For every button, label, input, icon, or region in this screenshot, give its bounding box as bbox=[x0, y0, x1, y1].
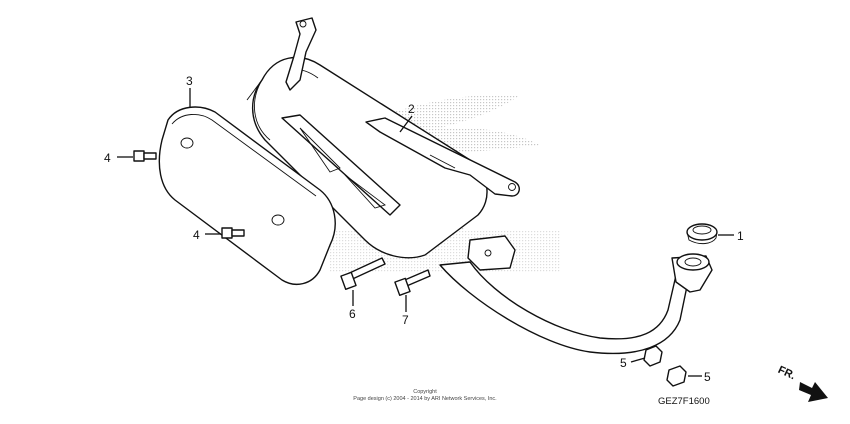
part-3-protector bbox=[158, 106, 336, 286]
callout-4-lower: 4 bbox=[193, 228, 200, 242]
part-6-bolt bbox=[340, 257, 386, 290]
copyright-label: Copyright bbox=[413, 389, 437, 395]
part-5-nut-left bbox=[643, 345, 663, 367]
callout-4-upper: 4 bbox=[104, 151, 111, 165]
front-direction-indicator: FR. bbox=[776, 364, 828, 402]
muffler-upper-hanger bbox=[285, 17, 317, 91]
arrow-right-icon bbox=[799, 382, 828, 402]
part-4-bolt-upper bbox=[133, 150, 157, 162]
front-direction-label: FR. bbox=[776, 364, 797, 382]
callout-5-left: 5 bbox=[620, 356, 627, 370]
part-4-bolt-lower bbox=[221, 227, 245, 239]
exhaust-pipe bbox=[439, 235, 713, 355]
leader-lines bbox=[117, 88, 734, 377]
diagram-code: GEZ7F1600 bbox=[658, 396, 710, 407]
copyright-notice: Page design (c) 2004 - 2014 by ARI Netwo… bbox=[353, 396, 497, 402]
part-2-bracket bbox=[281, 114, 520, 216]
callout-6: 6 bbox=[349, 307, 356, 321]
callout-7: 7 bbox=[402, 313, 409, 327]
part-7-bolt bbox=[394, 269, 431, 296]
callout-3: 3 bbox=[186, 74, 193, 88]
callout-1: 1 bbox=[737, 229, 744, 243]
part-1-gasket bbox=[686, 223, 718, 245]
callout-2: 2 bbox=[408, 102, 415, 116]
part-5-nut-right bbox=[666, 365, 687, 387]
callout-5-right: 5 bbox=[704, 370, 711, 384]
